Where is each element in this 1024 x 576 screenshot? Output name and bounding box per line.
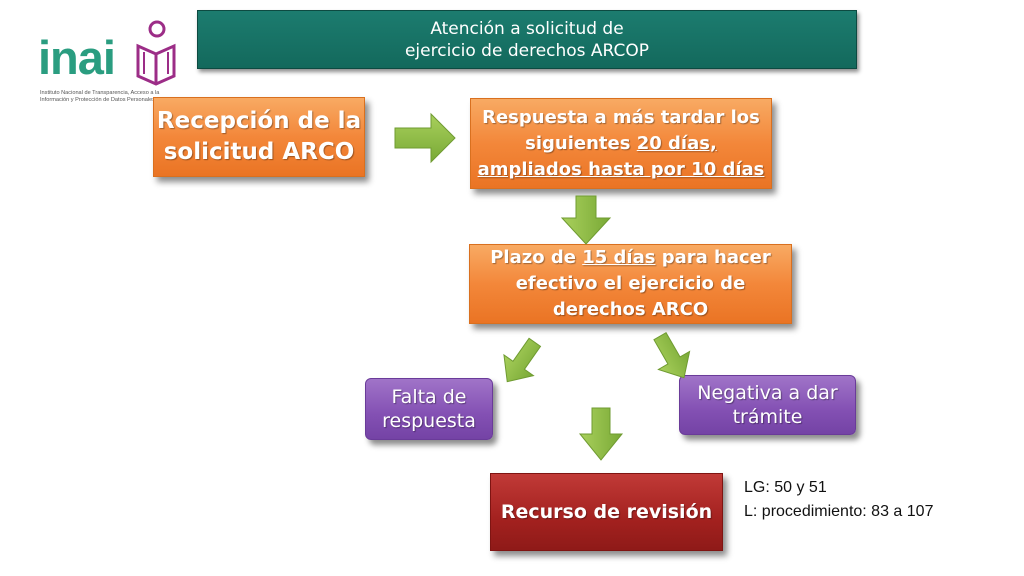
node-falta-line-1: Falta de [391, 386, 467, 408]
arrow-down-icon [560, 195, 612, 245]
node-respuesta-line-1: Respuesta a más tardar los [482, 106, 760, 128]
header-banner: Atención a solicitud de ejercicio de der… [197, 10, 857, 69]
note-line-1: LG: 50 y 51 [744, 479, 827, 496]
node-recurso-revision: Recurso de revisión [490, 473, 723, 551]
node-plazo-line-3: derechos ARCO [552, 299, 709, 320]
node-plazo-line-1: Plazo de 15 días para hacer [490, 245, 771, 271]
arrow-down-icon [578, 407, 624, 461]
header-line-2: ejercicio de derechos ARCOP [404, 40, 650, 61]
node-recurso-label: Recurso de revisión [500, 501, 713, 523]
node-plazo: Plazo de 15 días para hacer efectivo el … [469, 244, 792, 324]
node-recepcion-line-2: solicitud ARCO [163, 139, 355, 165]
node-plazo-line-2: efectivo el ejercicio de [515, 273, 746, 294]
node-plazo-line-1-pre: Plazo de [490, 247, 583, 268]
node-respuesta-line-2-underlined: 20 días, [636, 132, 717, 154]
arrow-right-icon [394, 112, 456, 164]
logo-subtitle: Instituto Nacional de Transparencia, Acc… [40, 90, 160, 103]
legal-reference-note: LG: 50 y 51 L: procedimiento: 83 a 107 [744, 476, 933, 524]
node-negativa: Negativa a dar trámite [679, 375, 856, 435]
arrow-down-left-icon [503, 337, 542, 383]
note-line-2: L: procedimiento: 83 a 107 [744, 503, 934, 520]
logo-figure-icon [136, 20, 176, 86]
arrow-down-right-icon [653, 332, 691, 379]
inai-logo: inai Instituto Nacional de Transparencia… [38, 20, 188, 110]
header-line-1: Atención a solicitud de [430, 18, 624, 39]
node-plazo-line-1-underlined: 15 días [582, 247, 656, 268]
logo-wordmark: inai [38, 31, 116, 84]
node-respuesta: Respuesta a más tardar los siguientes 20… [470, 98, 772, 189]
node-respuesta-line-2: siguientes 20 días, [478, 131, 765, 157]
node-negativa-line-1: Negativa a dar [697, 382, 838, 404]
node-falta-line-2: respuesta [382, 410, 476, 432]
node-respuesta-line-3: ampliados hasta por 10 días [477, 158, 765, 180]
node-recepcion: Recepción de la solicitud ARCO [153, 97, 365, 177]
node-negativa-line-2: trámite [732, 406, 803, 428]
node-respuesta-line-2-text: siguientes [525, 132, 637, 154]
node-plazo-line-1-post: para hacer [655, 247, 771, 268]
node-falta-respuesta: Falta de respuesta [365, 378, 493, 440]
node-recepcion-line-1: Recepción de la [156, 108, 362, 134]
